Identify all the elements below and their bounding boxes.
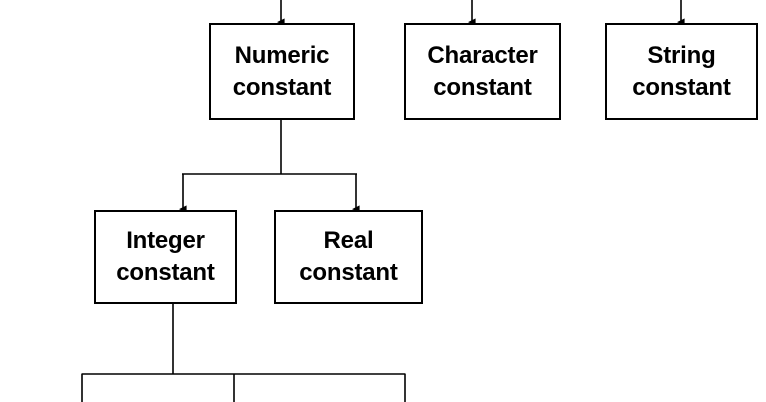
node-character-constant[interactable]: Character constant [404, 23, 561, 120]
node-string-constant[interactable]: String constant [605, 23, 758, 120]
node-string-constant-line1: String [647, 41, 716, 69]
node-character-constant-line1: Character [427, 41, 538, 69]
node-real-constant[interactable]: Real constant [274, 210, 423, 304]
node-numeric-constant-line2: constant [232, 73, 332, 101]
node-numeric-constant-line1: Numeric [234, 41, 330, 69]
node-character-constant-line2: constant [433, 73, 532, 101]
node-integer-constant-line1: Integer [126, 227, 205, 255]
node-real-constant-line2: constant [299, 259, 398, 286]
node-real-constant-line1: Real [323, 227, 374, 255]
node-integer-constant[interactable]: Integer constant [94, 210, 237, 304]
node-integer-constant-line2: constant [116, 259, 215, 286]
node-string-constant-line2: constant [632, 73, 731, 101]
node-numeric-constant[interactable]: Numeric constant [209, 23, 355, 120]
